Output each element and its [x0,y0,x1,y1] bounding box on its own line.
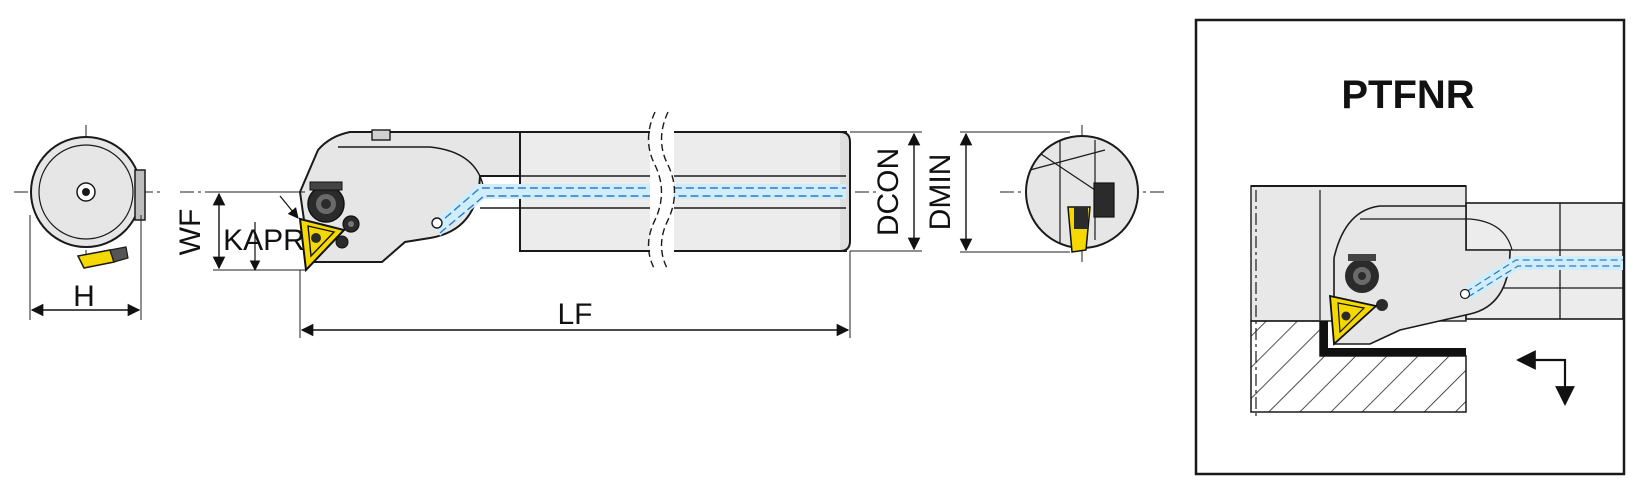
side-view: WF KAPR LF DCON [174,111,922,338]
application-panel: PTFNR [1194,18,1626,476]
dcon-label: DCON [872,148,905,236]
h-label: H [73,280,95,313]
front-end-view: H [14,125,160,320]
lf-label: LF [557,298,592,331]
feed-direction-arrow-icon [1516,350,1575,406]
rear-end-view: DMIN [924,125,1166,262]
wf-label: WF [174,209,207,256]
kapr-label: KAPR [223,224,305,257]
dmin-label: DMIN [924,154,957,231]
panel-title: PTFNR [1341,73,1474,117]
